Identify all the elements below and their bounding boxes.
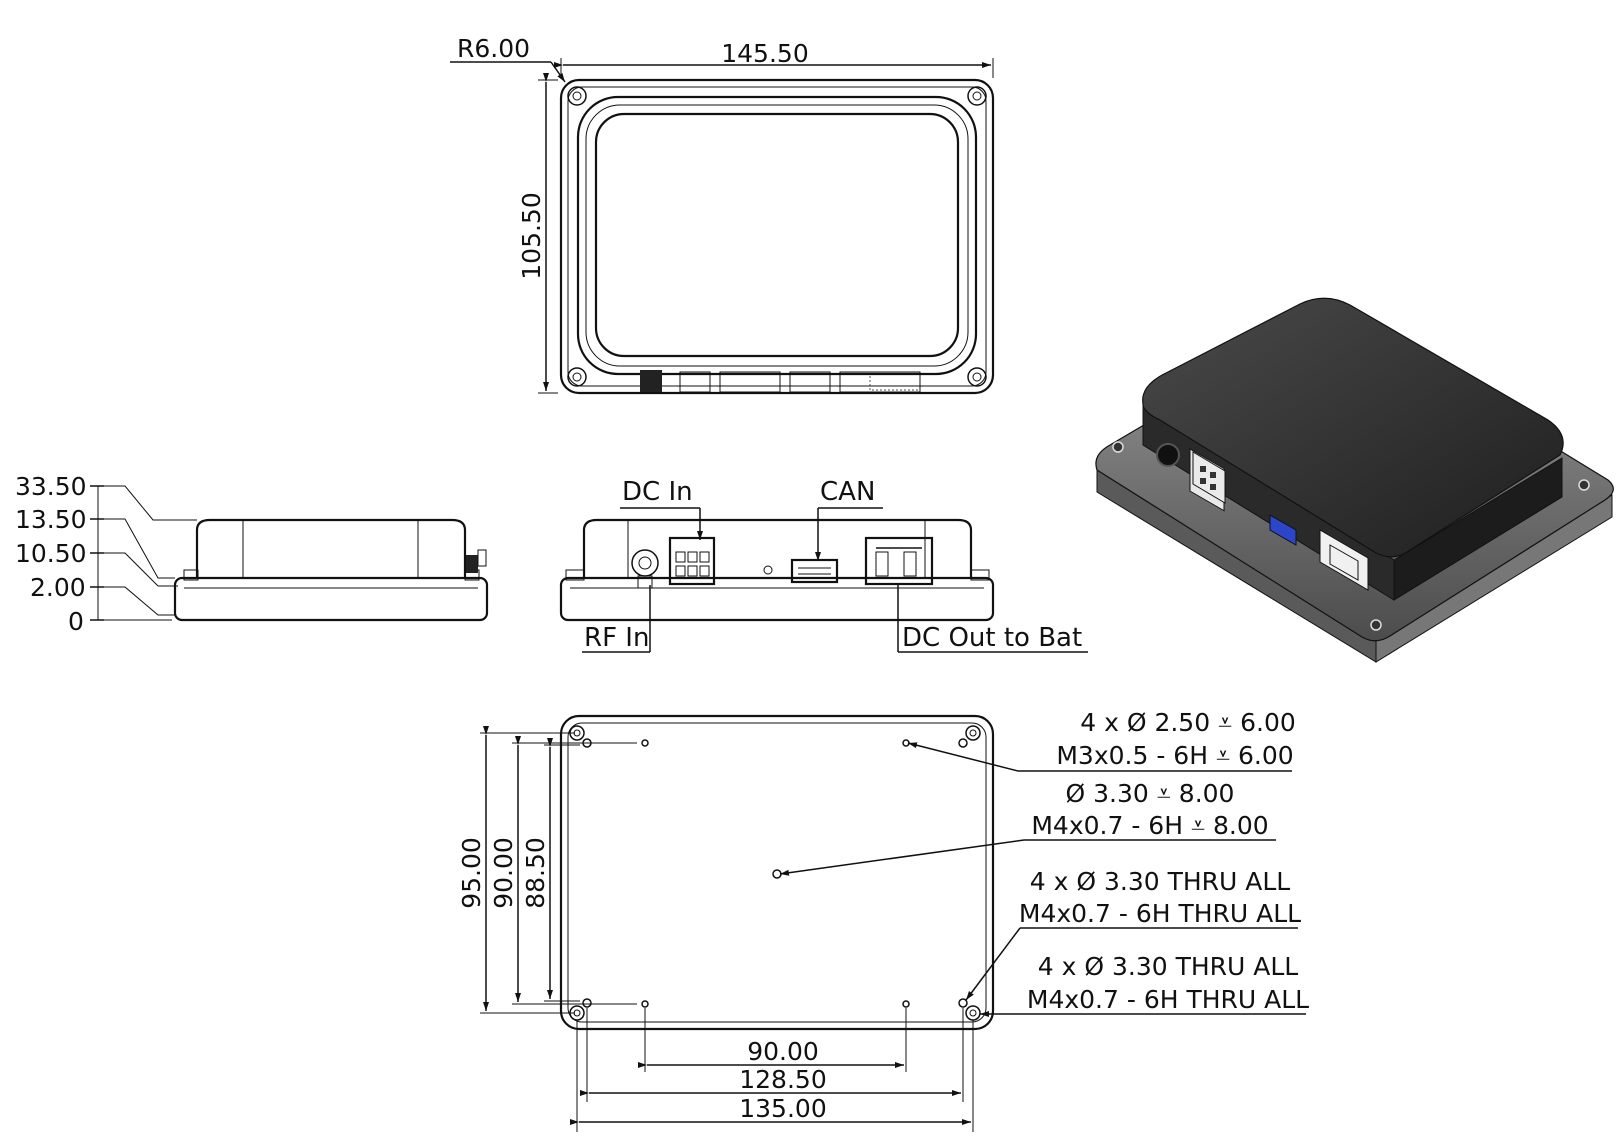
side-height-0: 0 [68, 607, 84, 636]
iso-lid-side-right [1393, 457, 1563, 601]
side-view-base [173, 576, 489, 622]
top-view-corner-holes [567, 86, 987, 387]
callout-2-line2: M4x0.7 - 6H ⩡ 8.00 [1031, 811, 1268, 840]
bottom-hdim-128-50: 128.50 [739, 1065, 826, 1094]
front-view-base [559, 576, 995, 622]
callout-1-line2: M3x0.5 - 6H ⩡ 6.00 [1056, 741, 1293, 770]
callout-4-line1: 4 x Ø 3.30 THRU ALL [1038, 952, 1299, 981]
dc-in-label: DC In [622, 477, 693, 507]
bottom-vdim-95: 95.00 [457, 837, 486, 909]
front-view: DC In CAN RF In DC Out to Bat [559, 477, 1088, 653]
callout-3-line2: M4x0.7 - 6H THRU ALL [1019, 899, 1301, 928]
iso-lid-top [1142, 297, 1564, 558]
side-height-33-50: 33.50 [15, 472, 87, 501]
side-height-dims: 33.50 13.50 10.50 2.00 0 [15, 472, 197, 636]
side-height-10-50: 10.50 [15, 539, 87, 568]
top-view-inner-outline [567, 86, 987, 387]
top-radius-dim: R6.00 [457, 34, 530, 63]
bottom-view-inner-outline [567, 722, 987, 1023]
callout-4-line2: M4x0.7 - 6H THRU ALL [1027, 985, 1309, 1014]
rf-in-label: RF In [584, 623, 649, 653]
callout-2-line1: Ø 3.30 ⩡ 8.00 [1066, 779, 1235, 808]
dc-in-connector [668, 536, 716, 586]
callout-3-line1: 4 x Ø 3.30 THRU ALL [1030, 867, 1291, 896]
top-view-connectors [640, 370, 921, 393]
top-height-dim: 105.50 [517, 192, 546, 279]
can-connector [790, 558, 839, 584]
side-view: 33.50 13.50 10.50 2.00 0 [15, 472, 489, 636]
top-view-outline [559, 78, 995, 395]
bottom-hdim-135: 135.00 [739, 1094, 826, 1123]
top-view-lid-inner [594, 112, 960, 358]
bottom-view: 95.00 90.00 88.50 90.00 128.50 135.00 4 … [457, 708, 1309, 1132]
top-view: 145.50 105.50 R6.00 [450, 34, 995, 395]
dc-out-label: DC Out to Bat [902, 623, 1082, 653]
callout-1-line1: 4 x Ø 2.50 ⩡ 6.00 [1080, 708, 1296, 737]
side-height-13-50: 13.50 [15, 505, 87, 534]
bottom-view-outline [559, 714, 995, 1031]
rf-in-connector [631, 549, 659, 589]
top-view-lid-mid [585, 104, 969, 367]
side-view-lid [195, 518, 467, 578]
isometric-view [1095, 297, 1614, 663]
dc-out-connector [864, 536, 934, 586]
bottom-view-holes [569, 725, 981, 1021]
side-height-2-00: 2.00 [30, 573, 86, 602]
front-view-lid [582, 518, 973, 578]
bottom-hdim-90: 90.00 [747, 1037, 819, 1066]
bottom-vdim-88-50: 88.50 [521, 837, 550, 909]
bottom-vdim-90: 90.00 [489, 837, 518, 909]
top-view-lid-outer [576, 95, 978, 376]
can-label: CAN [820, 477, 875, 507]
top-width-dim: 145.50 [721, 39, 808, 68]
